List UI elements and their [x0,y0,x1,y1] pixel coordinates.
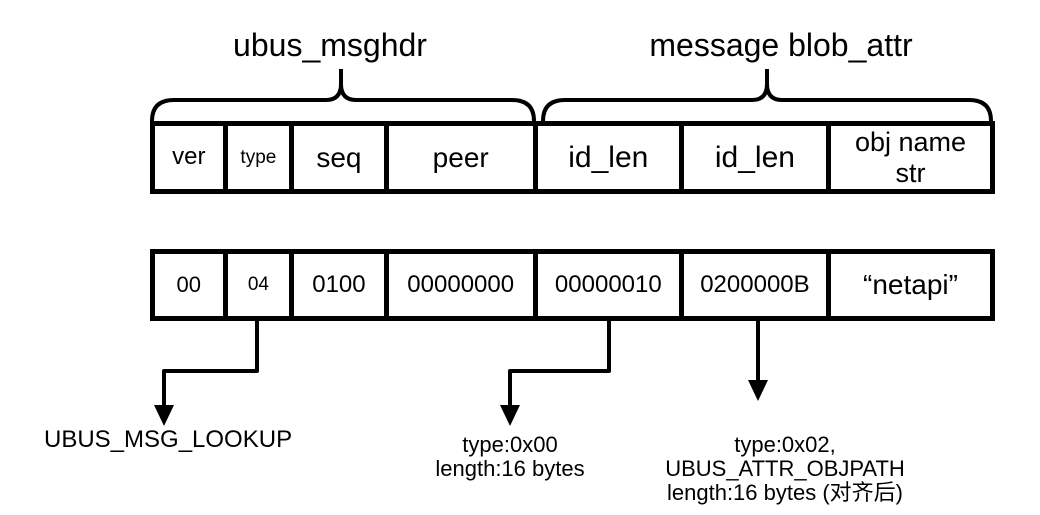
field-cell-peer: peer [388,126,533,189]
brace-message-blob-attr [541,69,993,122]
field-cell-seq: seq [294,126,384,189]
field-cell-ver: ver [155,126,223,189]
value-row: 00 04 0100 00000000 00000010 0200000B “n… [150,249,995,321]
value-cell-id-len-1: 00000010 [537,254,679,316]
arrowhead-msg-lookup [154,405,174,426]
field-cell-type: type [227,126,290,189]
annotation-ubus-msg-lookup: UBUS_MSG_LOOKUP [44,426,293,453]
value-cell-ver: 00 [155,254,223,316]
brace-ubus-msghdr [150,69,536,122]
annotation-blob-attr-header: type:0x00 length:16 bytes [435,432,585,481]
arrow-blob-attr-header [508,320,611,406]
arrowhead-blob-attr-header [500,405,520,426]
arrow-msg-lookup [162,320,259,406]
field-name-row: ver type seq peer id_len id_len obj name… [150,121,995,194]
field-cell-obj-name-str: obj name str [831,126,991,189]
value-cell-obj-name: “netapi” [831,254,991,316]
section-label-message-blob-attr: message blob_attr [649,27,913,63]
annotation-ubus-attr-objpath: type:0x02, UBUS_ATTR_OBJPATH length:16 b… [665,432,905,505]
value-cell-peer: 00000000 [388,254,533,316]
value-cell-id-len-2: 0200000B [683,254,826,316]
field-cell-id-len-1: id_len [537,126,679,189]
value-cell-type: 04 [227,254,290,316]
field-cell-id-len-2: id_len [683,126,826,189]
section-label-ubus-msghdr: ubus_msghdr [233,27,427,63]
arrowhead-attr-objpath [748,380,768,401]
value-cell-seq: 0100 [294,254,384,316]
